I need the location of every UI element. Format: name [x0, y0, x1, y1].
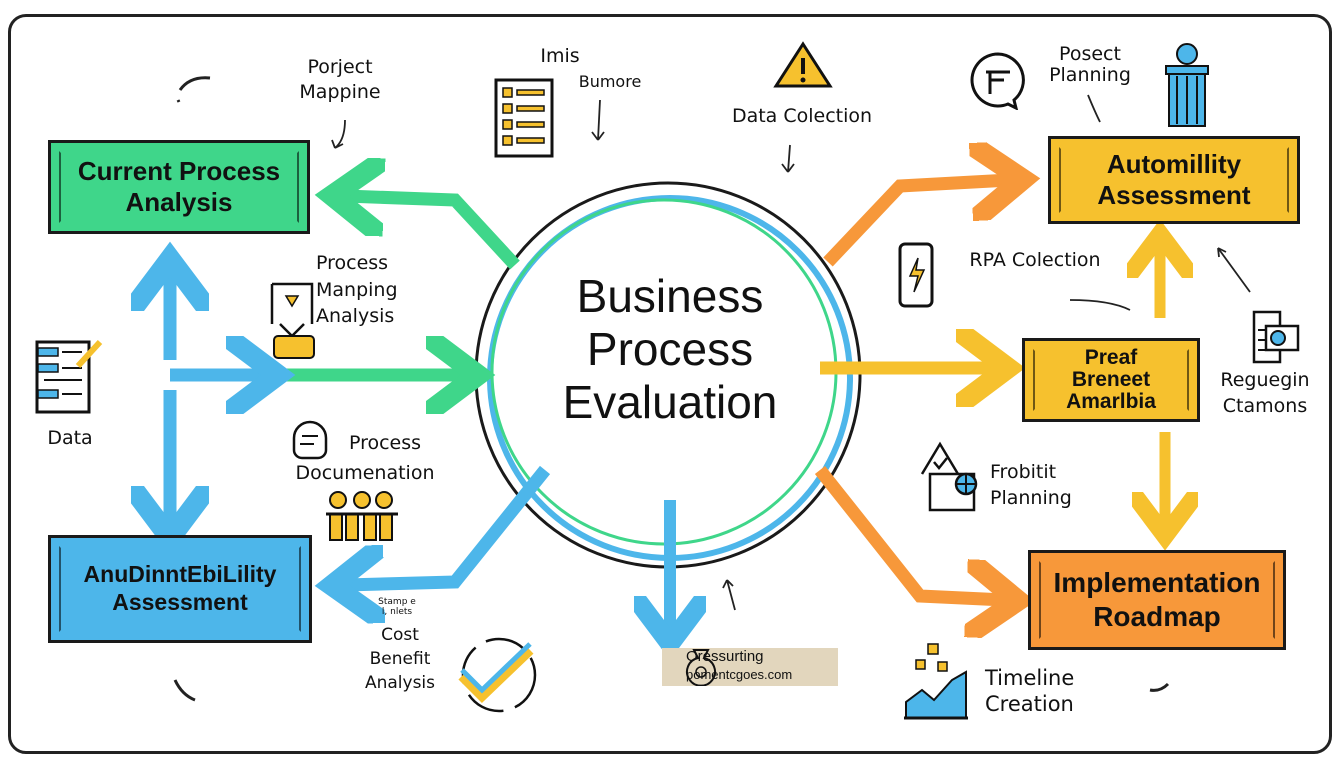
label-imis: Imis — [540, 45, 580, 67]
label-line: Timeline — [985, 666, 1075, 690]
label-line: Stamp e — [378, 597, 416, 607]
box-title: Implementation — [1053, 567, 1261, 599]
label-bumore: Bumore — [578, 72, 642, 91]
team-icon — [326, 491, 398, 541]
box-title: Automillity — [1106, 148, 1242, 179]
person-document-icon — [292, 420, 328, 460]
box-title: Analysis — [125, 187, 233, 217]
label-line: Benefit — [369, 648, 431, 669]
box-title: Roadmap — [1093, 601, 1221, 632]
warning-icon — [773, 41, 833, 88]
label-line: Analysis — [316, 305, 395, 328]
house-check-icon — [920, 441, 978, 512]
center-title-line: Evaluation — [562, 375, 778, 428]
arrow-to-automillity — [823, 180, 1010, 267]
checklist-icon — [494, 78, 554, 158]
pen-arrow — [1069, 299, 1131, 311]
label-line: Cost — [381, 625, 419, 645]
label-line: Analysis — [364, 672, 436, 693]
box-title: Assessment — [112, 589, 248, 615]
label-line: Process — [316, 252, 389, 274]
label-line: Mappine — [299, 80, 381, 103]
camera-document-icon — [1252, 310, 1300, 364]
box-title: Assessment — [1097, 180, 1251, 210]
label-data-collection: Data Colection — [731, 105, 873, 127]
center-title-line: Business — [576, 270, 764, 322]
center-title: Business Process Evaluation — [520, 270, 820, 429]
label-line: Reguegin — [1220, 369, 1310, 391]
sketch-frame — [8, 14, 1332, 754]
checkmark-icon — [458, 637, 537, 713]
box-title: Current Process — [77, 155, 281, 186]
label-line: Documenation — [295, 462, 435, 485]
pen-arrow — [1217, 247, 1251, 293]
box-title: Amarlbia — [1066, 390, 1156, 414]
mobile-phone-icon — [898, 242, 934, 308]
center-title-line: Process — [586, 322, 754, 375]
label-line: Ctamons — [1222, 394, 1308, 417]
label-line: Oressurting — [686, 648, 764, 665]
box-title: AnuDinntEbiLility — [83, 561, 277, 588]
pen-arrow — [331, 119, 346, 149]
arrow-to-implementation — [814, 465, 1005, 600]
arrow-to-anudinnt — [345, 465, 551, 585]
speech-bubble-icon — [970, 52, 1025, 110]
pillar-icon — [1165, 43, 1209, 127]
label-data: Data — [47, 427, 93, 449]
box-title: Preaf — [1084, 345, 1138, 369]
box-title: Breneet — [1071, 367, 1151, 391]
pen-stroke — [173, 76, 1170, 702]
growth-chart-icon — [904, 643, 968, 720]
pen-arrow — [781, 144, 795, 173]
label-line: Creation — [985, 692, 1074, 717]
money-bag-icon — [686, 649, 716, 686]
label-line: Planning — [990, 486, 1072, 509]
pen-arrow — [1087, 94, 1101, 123]
label-rpa-collection: RPA Colection — [969, 249, 1101, 271]
label-line: l, nlets — [381, 606, 413, 617]
pen-arrow — [722, 579, 736, 611]
label-line: Posect — [1059, 43, 1121, 65]
label-line: Planning — [1049, 63, 1131, 86]
label-line: Manping — [316, 278, 398, 301]
data-document-icon — [35, 339, 103, 414]
label-line: Porject — [307, 56, 373, 78]
arrow-to-current-process — [345, 196, 520, 270]
label-line: Frobitit — [990, 461, 1057, 483]
process-map-icon — [270, 282, 315, 359]
pen-arrow — [591, 99, 605, 141]
label-line: Process — [348, 432, 422, 454]
